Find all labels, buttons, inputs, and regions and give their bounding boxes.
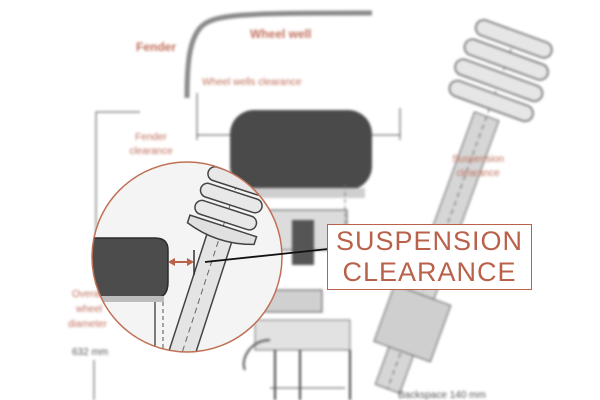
leader-line	[204, 248, 329, 263]
tire-shape	[230, 110, 372, 190]
wheel-wells-clearance-label: Wheel wells clearance	[202, 77, 302, 88]
rim-lower	[254, 319, 351, 351]
suspension-clearance-callout: SUSPENSION CLEARANCE	[327, 224, 532, 290]
callout-line-2: CLEARANCE	[342, 257, 517, 287]
wheel-rim-edge	[240, 188, 365, 198]
fender-label: Fender	[136, 40, 176, 54]
suspension-clearance-label-1: Suspension	[452, 154, 504, 165]
suspension-clearance-label-2: clearance	[456, 168, 500, 179]
callout-line-1: SUSPENSION	[335, 226, 524, 256]
overall-diameter-value: 632 mm	[72, 347, 108, 358]
brake-arc	[242, 339, 271, 371]
overall-wheel-label-2: wheel	[75, 304, 102, 315]
fender-clearance-label-1: Fender	[135, 132, 167, 143]
backspace-label: Backspace 140 mm	[398, 390, 486, 400]
wheel-well-label: Wheel well	[250, 27, 311, 41]
fender-clearance-label-2: clearance	[129, 146, 173, 157]
fender-outline	[184, 10, 373, 99]
magnified-rim-edge	[92, 296, 164, 302]
overall-wheel-label-3: diameter	[68, 319, 108, 330]
overall-wheel-label-1: Overall	[72, 289, 104, 300]
hub-spindle	[292, 220, 314, 265]
lens-border	[91, 161, 283, 353]
lens-background	[92, 162, 282, 352]
clearance-arrow-head-left	[168, 258, 175, 266]
clearance-arrow-head-right	[187, 258, 194, 266]
